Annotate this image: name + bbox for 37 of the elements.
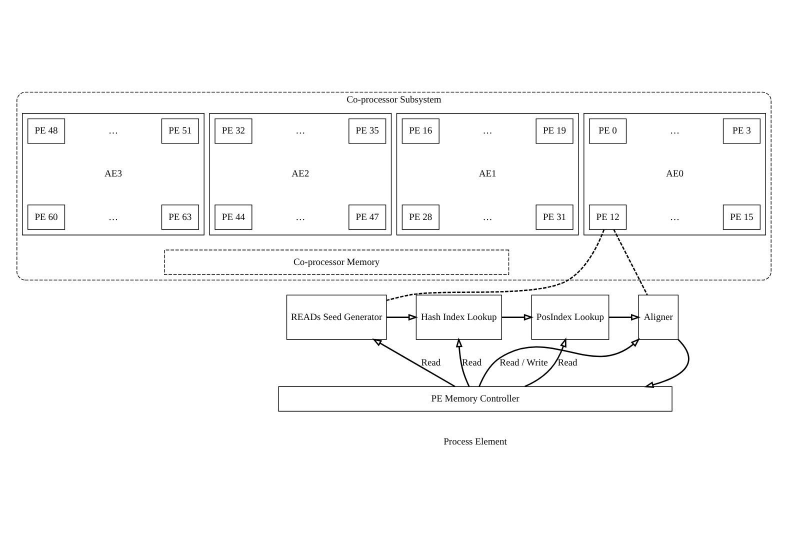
connector <box>613 229 648 296</box>
edge-label: Read <box>462 358 482 369</box>
node-box: PE 12 <box>589 204 627 230</box>
node-box: PE 47 <box>348 204 386 230</box>
arrow <box>478 338 640 387</box>
node-box: PE 28 <box>402 204 440 230</box>
connector <box>386 229 605 302</box>
arrow <box>386 314 418 321</box>
arrow <box>524 338 566 388</box>
node-box: PE 48 <box>27 118 66 144</box>
edge-label: Read <box>558 358 578 369</box>
node-box: PE 44 <box>214 204 252 230</box>
node-box: Hash Index Lookup <box>416 294 502 340</box>
node-box: PE 51 <box>161 118 199 144</box>
edge-label: Read <box>421 358 441 369</box>
node-box: PE 0 <box>589 118 627 144</box>
node-box: PE 63 <box>161 204 199 230</box>
arrow <box>608 314 641 321</box>
edge-label: Read / Write <box>500 358 548 369</box>
arrow <box>644 339 690 388</box>
label: Process Element <box>444 436 507 448</box>
node-box: PE 60 <box>27 204 66 230</box>
arrow <box>502 314 534 321</box>
node-box: READs Seed Generator <box>286 294 387 340</box>
node-box: PE Memory Controller <box>278 386 672 412</box>
node-box: PE 16 <box>402 118 440 144</box>
node-box: Co-processor Memory <box>164 250 510 275</box>
node-box: PE 32 <box>214 118 252 144</box>
node-box: PE 35 <box>348 118 386 144</box>
node-box: PosIndex Lookup <box>531 294 610 340</box>
arrow <box>456 338 470 387</box>
node-box: PE 3 <box>722 118 761 144</box>
node-box: PE 31 <box>536 204 574 230</box>
node-box: PE 15 <box>722 204 761 230</box>
node-box: PE 19 <box>536 118 574 144</box>
arrow <box>372 338 456 388</box>
node-box: Aligner <box>638 294 679 340</box>
